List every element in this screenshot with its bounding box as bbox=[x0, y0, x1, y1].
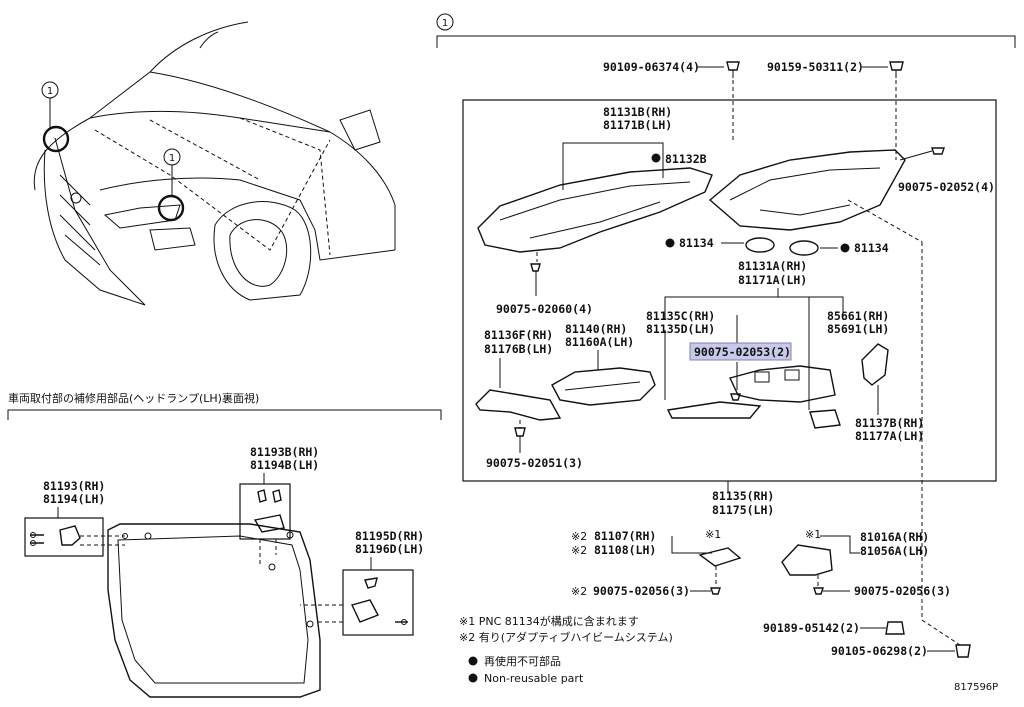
top-screws: 90109-06374(4) 90159-50311(2) bbox=[603, 60, 904, 160]
part-81137b: 81137B(RH) 81177A(LH) bbox=[855, 343, 924, 443]
part-81193b: 81193B(RH) 81194B(LH) bbox=[239, 445, 319, 565]
svg-text:85661(RH): 85661(RH) bbox=[827, 309, 889, 323]
svg-text:81134: 81134 bbox=[854, 241, 889, 255]
note-1: ※1 PNC 81134が構成に含まれます bbox=[459, 614, 639, 628]
label-90075-02060: 90075-02060(4) bbox=[496, 302, 593, 316]
svg-text:81177A(LH): 81177A(LH) bbox=[855, 429, 924, 443]
legend: 再使用不可部品 Non-reusable part bbox=[468, 654, 584, 685]
label-81131a: 81131A(RH) bbox=[738, 259, 807, 273]
part-81107: ※1 ※2 81107(RH) ※2 81108(LH) ※2 90075-02… bbox=[571, 528, 742, 598]
svg-text:81140(RH): 81140(RH) bbox=[565, 322, 627, 336]
screw-90075-02060: 90075-02060(4) bbox=[496, 252, 593, 316]
gaskets-81134: 81134 81134 bbox=[665, 236, 889, 256]
svg-text:81160A(LH): 81160A(LH) bbox=[565, 335, 634, 349]
svg-text:※1: ※1 bbox=[805, 528, 821, 541]
svg-text:81108(LH): 81108(LH) bbox=[594, 543, 656, 557]
part-81193: 81193(RH) 81194(LH) bbox=[24, 479, 128, 557]
svg-text:81194B(LH): 81194B(LH) bbox=[250, 458, 319, 472]
label-90075-02052: 90075-02052(4) bbox=[898, 180, 995, 194]
note-2: ※2 有り(アダプティブハイビームシステム) bbox=[459, 630, 673, 644]
svg-text:81135D(LH): 81135D(LH) bbox=[646, 322, 715, 336]
label-81132b: 81132B bbox=[665, 152, 707, 166]
label-81135: 81135(RH) bbox=[712, 489, 774, 503]
label-81175: 81175(LH) bbox=[712, 503, 774, 517]
svg-text:81137B(RH): 81137B(RH) bbox=[855, 416, 924, 430]
label-90109-06374: 90109-06374(4) bbox=[603, 60, 700, 74]
svg-text:90105-06298(2): 90105-06298(2) bbox=[831, 644, 928, 658]
callout-1-bracket: 1 bbox=[436, 13, 1016, 48]
svg-text:81056A(LH): 81056A(LH) bbox=[860, 544, 929, 558]
svg-text:90189-05142(2): 90189-05142(2) bbox=[763, 621, 860, 635]
callout-1-number: 1 bbox=[47, 86, 53, 97]
svg-text:81131B(RH): 81131B(RH) bbox=[603, 105, 672, 119]
svg-text:81195D(RH): 81195D(RH) bbox=[355, 529, 424, 543]
highlight-90075-02053[interactable] bbox=[689, 342, 792, 361]
svg-text:81176B(LH): 81176B(LH) bbox=[484, 342, 553, 356]
svg-text:90075-02056(3): 90075-02056(3) bbox=[854, 584, 951, 598]
part-81016a: ※1 81016A(RH) 81056A(LH) 90075-02056(3) bbox=[781, 528, 951, 598]
svg-text:81196D(LH): 81196D(LH) bbox=[355, 542, 424, 556]
svg-text:※2: ※2 bbox=[571, 530, 587, 543]
part-81135c: 81135C(RH) 81135D(LH) bbox=[646, 309, 836, 419]
label-90075-02051: 90075-02051(3) bbox=[486, 456, 583, 470]
label-90075-02053[interactable]: 90075-02053(2) bbox=[694, 345, 791, 359]
part-85661-module: 85661(RH) 85691(LH) bbox=[808, 297, 889, 429]
label-81171a: 81171A(LH) bbox=[738, 273, 807, 287]
legend-en: Non-reusable part bbox=[484, 672, 584, 685]
svg-text:85691(LH): 85691(LH) bbox=[827, 322, 889, 336]
svg-text:81193B(RH): 81193B(RH) bbox=[250, 445, 319, 459]
svg-text:81107(RH): 81107(RH) bbox=[594, 529, 656, 543]
part-81140-lamp: 81140(RH) 81160A(LH) bbox=[551, 322, 656, 406]
svg-text:※2: ※2 bbox=[571, 544, 587, 557]
part-81131b-lens: 81131B(RH) 81171B(LH) 81132B bbox=[477, 105, 713, 253]
svg-text:81171B(LH): 81171B(LH) bbox=[603, 118, 672, 132]
rear-view-header: 車両取付部の補修用部品(ヘッドランプ(LH)裏面視) bbox=[8, 391, 259, 405]
svg-text:81134: 81134 bbox=[679, 236, 714, 250]
non-reusable-marker bbox=[468, 656, 478, 666]
svg-text:81136F(RH): 81136F(RH) bbox=[484, 328, 553, 342]
svg-text:81016A(RH): 81016A(RH) bbox=[860, 530, 929, 544]
parts-90189-90105: 90189-05142(2) 90105-06298(2) bbox=[763, 619, 971, 658]
headlamp-rear-outline bbox=[107, 523, 321, 698]
diagram-code: 817596P bbox=[954, 682, 998, 693]
svg-text:81135C(RH): 81135C(RH) bbox=[646, 309, 715, 323]
callout-1-number-right: 1 bbox=[169, 153, 175, 164]
part-81131a-housing: 90075-02052(4) bbox=[708, 147, 995, 620]
headlamp-assembly-box bbox=[462, 99, 997, 482]
svg-text:1: 1 bbox=[442, 18, 448, 29]
part-81195d: 81195D(RH) 81196D(LH) bbox=[300, 529, 424, 636]
svg-text:81194(LH): 81194(LH) bbox=[43, 492, 105, 506]
svg-text:※1: ※1 bbox=[705, 528, 721, 541]
legend-jp: 再使用不可部品 bbox=[484, 654, 561, 668]
label-90075-02053-group[interactable]: 90075-02053(2) bbox=[689, 342, 792, 401]
label-90159-50311: 90159-50311(2) bbox=[767, 60, 864, 74]
svg-text:81193(RH): 81193(RH) bbox=[43, 479, 105, 493]
svg-text:※2: ※2 bbox=[571, 585, 587, 598]
svg-text:90075-02056(3): 90075-02056(3) bbox=[593, 584, 690, 598]
vehicle-front-illustration: 1 1 bbox=[33, 21, 396, 306]
part-81136f-bracket: 81136F(RH) 81176B(LH) 90075-02051(3) bbox=[475, 328, 583, 470]
